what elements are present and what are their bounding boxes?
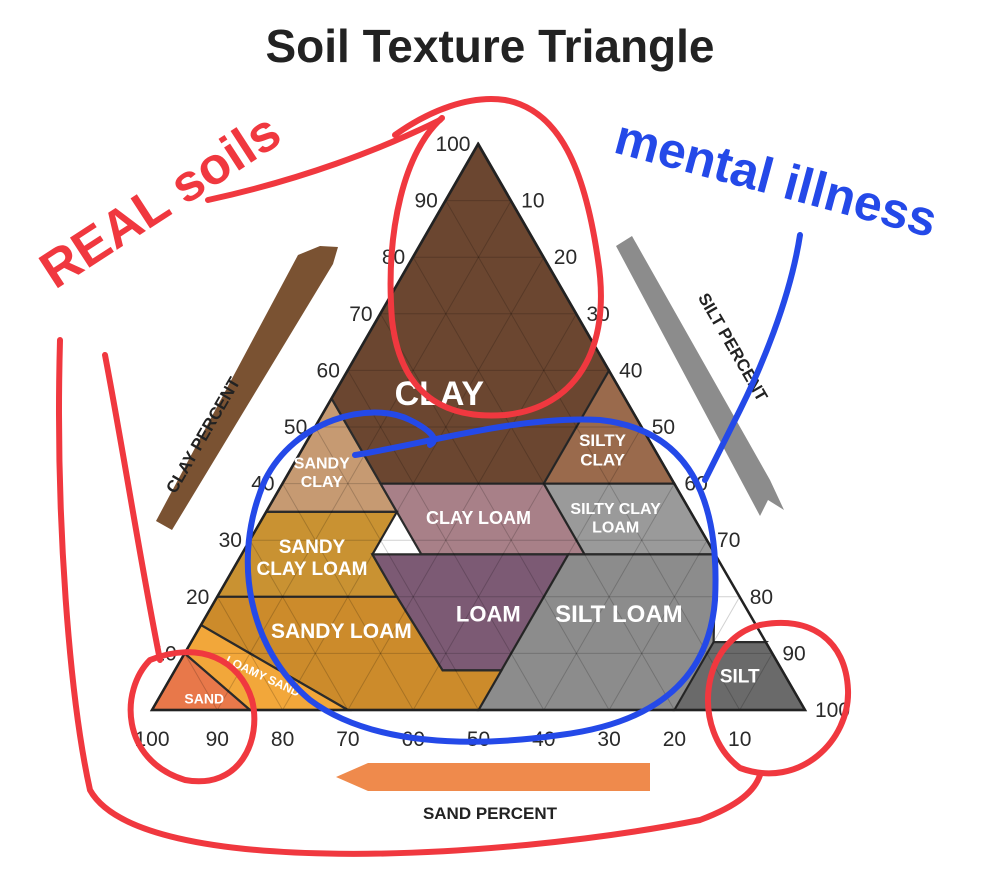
red-circle-silt (705, 619, 852, 777)
region-label-line: SANDY (279, 537, 346, 558)
grid-line-silt (282, 256, 545, 711)
red-long-loop (56, 337, 763, 857)
grid-line-silt (347, 313, 577, 711)
grid-line-sand (412, 256, 675, 711)
clay-tick-label: 20 (186, 586, 209, 609)
blue-tail (702, 232, 803, 483)
grid-line-sand (380, 313, 610, 711)
region-label-line: SILT LOAM (555, 601, 683, 628)
region-label-line: CLAY LOAM (257, 559, 368, 580)
clay-tick-label: 90 (414, 190, 437, 213)
grid-line-sand (184, 653, 218, 711)
grid-line-silt (608, 539, 708, 711)
grid-line-silt (673, 596, 741, 711)
region-label-sandy-loam: SANDY LOAM (271, 620, 412, 643)
grid-line-silt (543, 483, 675, 711)
silt-tick-label: 50 (652, 416, 675, 439)
grid-line-silt (739, 653, 773, 711)
region-label-sand: SAND (184, 691, 224, 707)
sand-tick-label: 100 (134, 728, 169, 751)
grid-line-sand (249, 539, 349, 711)
region-label-clay-loam: CLAY LOAM (426, 508, 531, 528)
sand-direction-arrow (336, 763, 650, 791)
sand-axis-label: SAND PERCENT (423, 804, 558, 823)
sand-tick-label: 90 (206, 728, 229, 751)
silt-direction-arrow (616, 236, 784, 516)
red-circle-sand (127, 649, 258, 785)
silt-tick-label: 70 (717, 529, 740, 552)
silt-tick-label: 90 (782, 642, 805, 665)
blue-annotation-text: mental illness (609, 109, 943, 249)
region-label-line: CLAY (301, 474, 343, 491)
clay-tick-label: 60 (317, 359, 340, 382)
diagram-title: Soil Texture Triangle (265, 20, 714, 72)
sand-tick-label: 20 (663, 728, 686, 751)
region-label-line: LOAM (456, 601, 521, 626)
red-inner-line (102, 352, 163, 663)
silt-tick-label: 20 (554, 246, 577, 269)
blue-loop (244, 409, 719, 745)
clay-tick-label: 30 (219, 529, 242, 552)
grid-line-sand (314, 426, 479, 711)
region-label-line: SANDY LOAM (271, 620, 412, 643)
sand-tick-label: 80 (271, 728, 294, 751)
grid-line-sand (445, 200, 741, 711)
region-label-silt: SILT (720, 667, 760, 688)
silt-tick-label: 40 (619, 359, 642, 382)
red-circle-clay (387, 96, 604, 419)
region-label-line: SANDY (294, 456, 350, 473)
grid-line-silt (412, 370, 610, 711)
sand-tick-label: 10 (728, 728, 751, 751)
region-label-line: SAND (184, 691, 224, 707)
red-underline-stroke (205, 117, 443, 203)
region-label-line: SILT (720, 667, 760, 688)
region-label-silt-loam: SILT LOAM (555, 601, 683, 628)
sand-tick-label: 70 (336, 728, 359, 751)
silt-tick-label: 10 (521, 190, 544, 213)
region-label-line: LOAM (592, 519, 639, 536)
red-annotation-text: REAL soils (30, 102, 291, 300)
grid-line-sand (282, 483, 414, 711)
region-label-line: CLAY (580, 450, 625, 469)
clay-tick-label: 70 (349, 303, 372, 326)
clay-tick-label: 100 (435, 133, 470, 156)
sand-tick-label: 30 (597, 728, 620, 751)
triangle-grid (184, 200, 773, 711)
region-label-loam: LOAM (456, 601, 521, 626)
grid-line-sand (216, 596, 284, 711)
region-label-line: SILTY (579, 431, 627, 450)
silt-tick-label: 80 (750, 586, 773, 609)
grid-line-silt (478, 426, 643, 711)
clay-direction-arrow (156, 246, 338, 530)
region-label-line: SILTY CLAY (570, 501, 661, 518)
clay-tick-label: 50 (284, 416, 307, 439)
region-label-line: CLAY LOAM (426, 508, 531, 528)
grid-line-sand (347, 370, 545, 711)
